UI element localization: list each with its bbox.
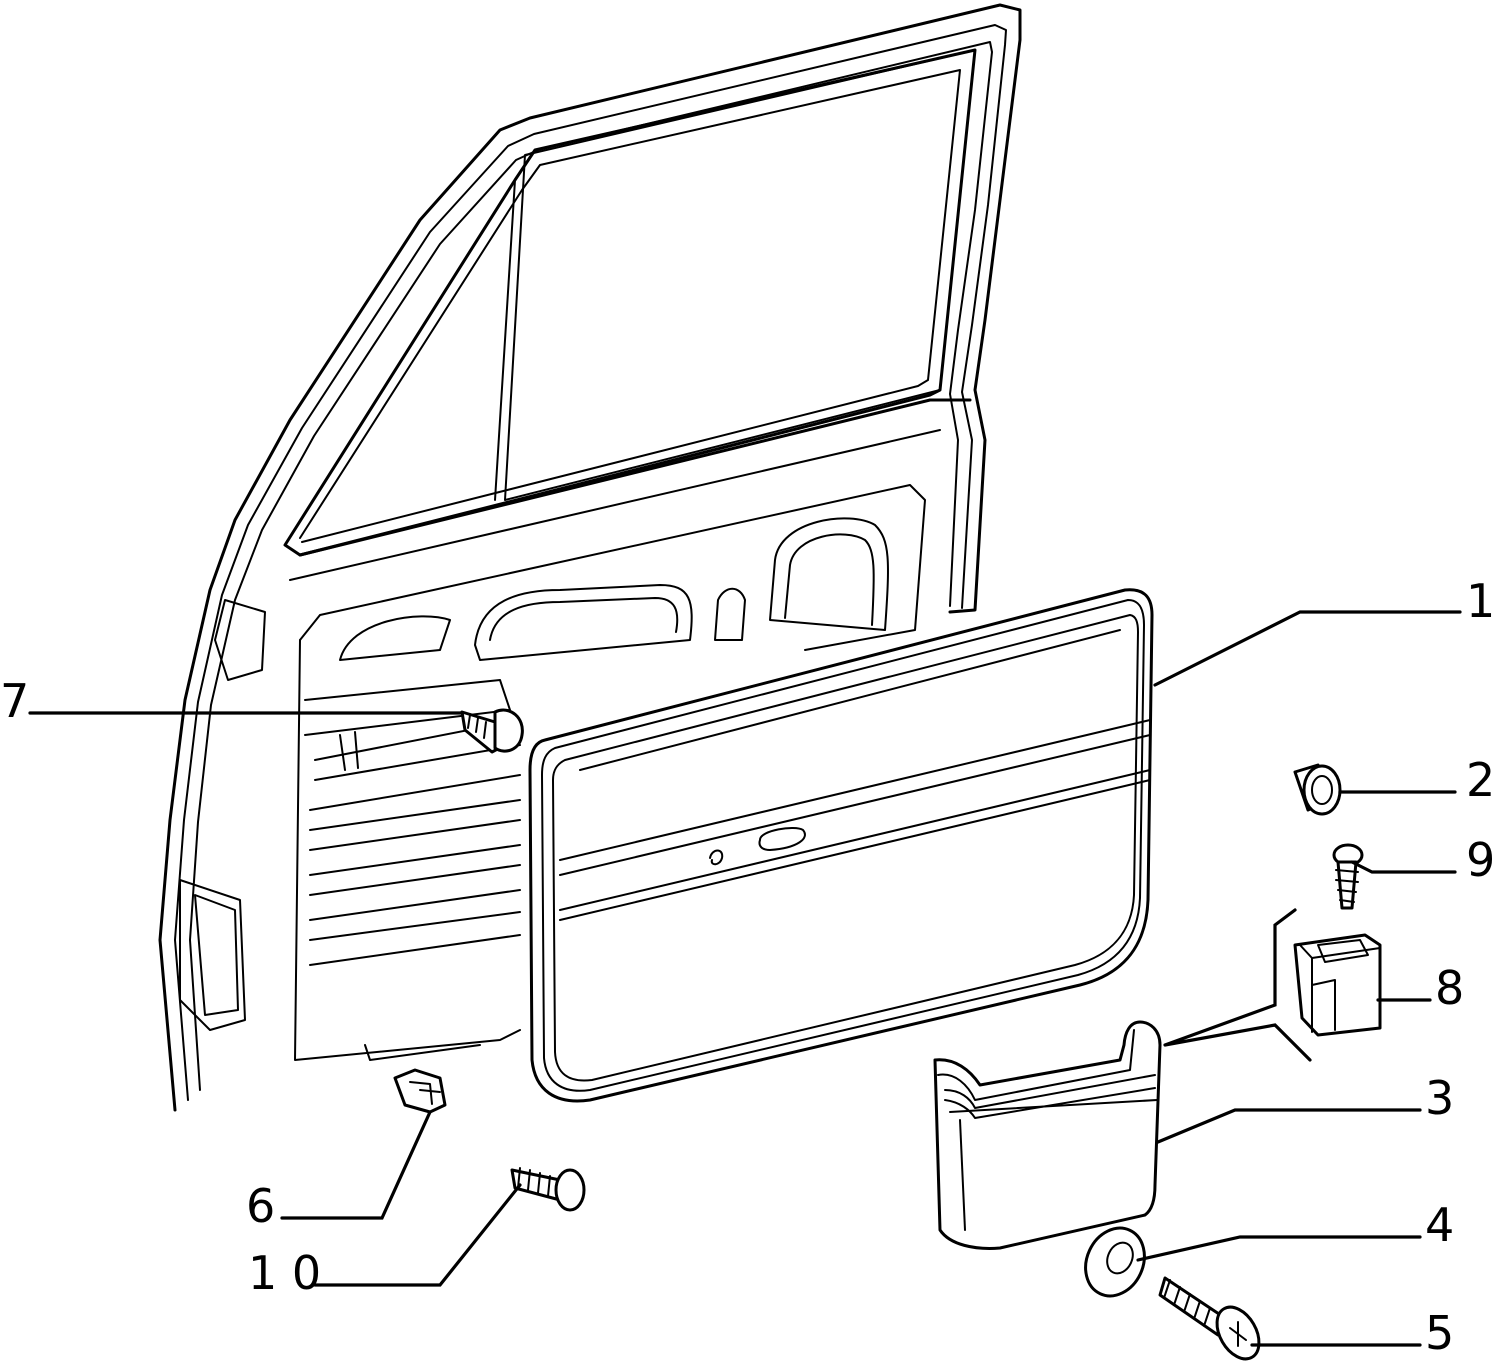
speaker-grille — [309, 719, 521, 966]
callout-4: 4 — [1425, 1198, 1454, 1252]
callout-5: 5 — [1425, 1306, 1454, 1360]
clip-part-7 — [460, 708, 524, 754]
leader-1 — [1153, 610, 1462, 687]
callout-labels: 1 2 3 4 5 6 7 8 9 1 0 — [0, 574, 1495, 1360]
door-shell — [158, 3, 1022, 1112]
leader-10 — [313, 1183, 522, 1287]
callout-9: 9 — [1466, 833, 1495, 887]
leader-4 — [1136, 1235, 1422, 1262]
door-trim-panel — [528, 588, 1154, 1103]
clip-part-6 — [393, 1068, 447, 1114]
switch-housing-part-8 — [1293, 933, 1382, 1037]
callout-6: 6 — [246, 1179, 275, 1233]
leader-3 — [1156, 1108, 1422, 1144]
plug-part-2 — [1293, 763, 1342, 816]
callout-8: 8 — [1435, 961, 1464, 1015]
callout-1: 1 — [1466, 574, 1495, 628]
leader-9 — [1350, 860, 1457, 874]
callout-7: 7 — [0, 674, 29, 728]
callout-10: 1 0 — [248, 1246, 321, 1300]
leader-6 — [280, 1110, 432, 1220]
washer-part-4 — [1084, 1226, 1146, 1298]
callout-3: 3 — [1425, 1071, 1454, 1125]
screw-part-9 — [1332, 843, 1364, 910]
screw-part-5 — [1158, 1276, 1261, 1361]
leader-lines — [28, 610, 1462, 1347]
screw-part-10 — [510, 1167, 586, 1212]
leader-8-bracket — [1163, 908, 1312, 1062]
armrest-part-3 — [933, 1020, 1162, 1250]
callout-2: 2 — [1466, 753, 1495, 807]
